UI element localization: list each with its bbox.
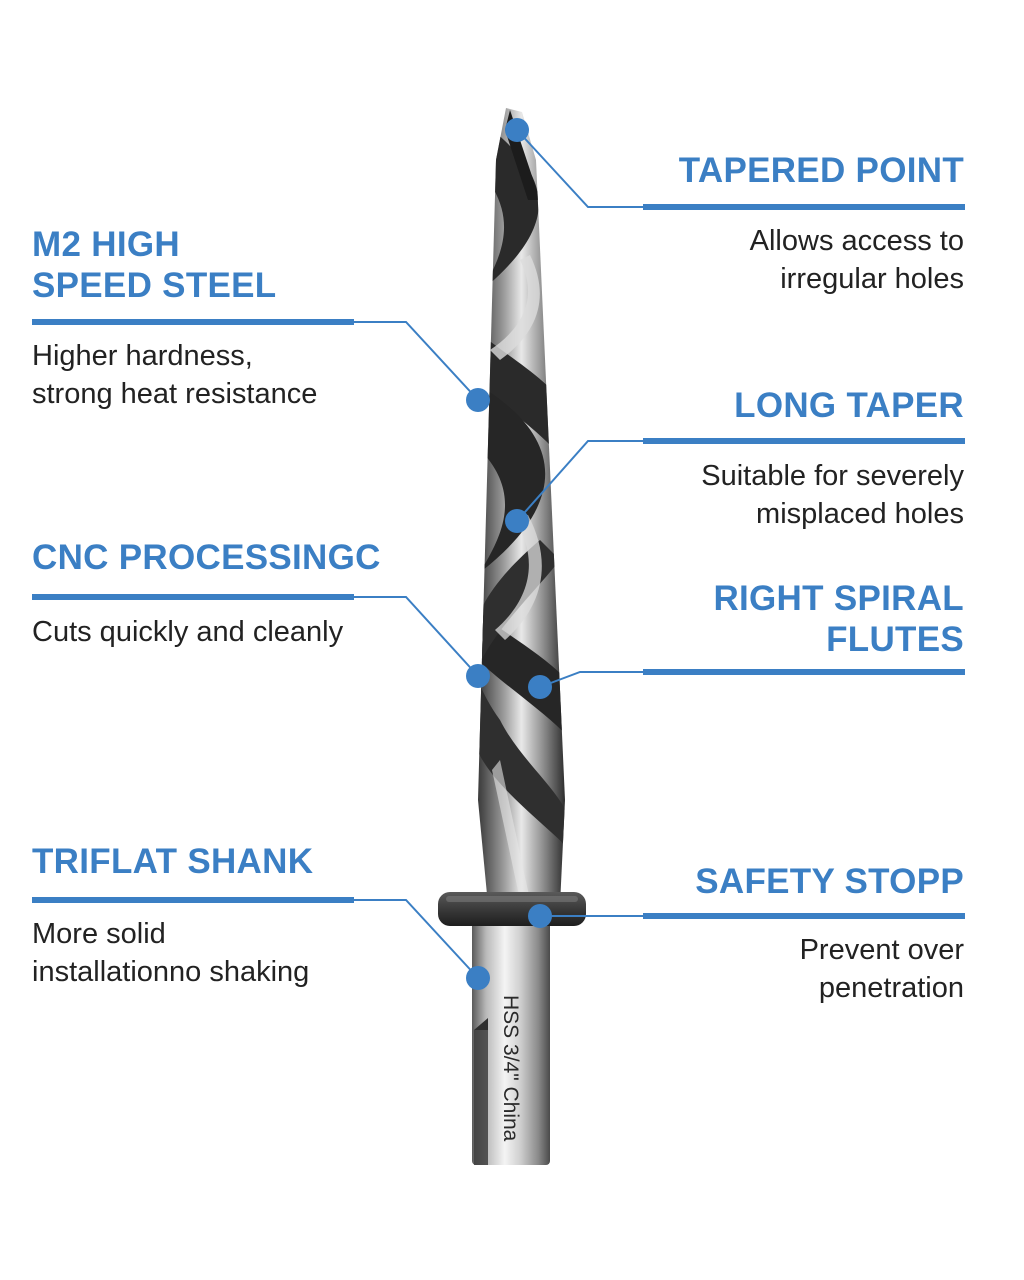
callout-dot-safety-stopp: [528, 904, 552, 928]
callout-description: Prevent over penetration: [799, 934, 964, 1004]
triflat-facet: [474, 1030, 488, 1165]
callout-title: SAFETY STOPP: [695, 862, 964, 901]
callout-dot-cnc-processing: [466, 664, 490, 688]
callout-dot-triflat-shank: [466, 966, 490, 990]
shank-marking: HSS 3/4" China: [499, 995, 522, 1142]
callout-leader-lines: [32, 118, 965, 990]
callout-dot-m2-high-speed-steel: [466, 388, 490, 412]
callout-title: TRIFLAT SHANK: [32, 842, 314, 881]
callout-description: Higher hardness, strong heat resistance: [32, 340, 318, 410]
callout-dot-right-spiral-flutes: [528, 675, 552, 699]
callout-title: TAPERED POINT: [678, 151, 964, 190]
callout-description: Cuts quickly and cleanly: [32, 616, 344, 648]
callout-description: More solid installationno shaking: [32, 918, 310, 988]
drill-shank: [472, 910, 550, 1165]
callout-title: LONG TAPER: [734, 386, 964, 425]
callout-title: RIGHT SPIRAL FLUTES: [713, 579, 964, 659]
callout-title: M2 HIGH SPEED STEEL: [32, 225, 277, 305]
callout-description: Allows access to irregular holes: [749, 225, 964, 295]
callout-dot-tapered-point: [505, 118, 529, 142]
callout-dot-long-taper: [505, 509, 529, 533]
callout-description: Suitable for severely misplaced holes: [701, 460, 964, 530]
callout-title: CNC PROCESSINGC: [32, 538, 381, 577]
